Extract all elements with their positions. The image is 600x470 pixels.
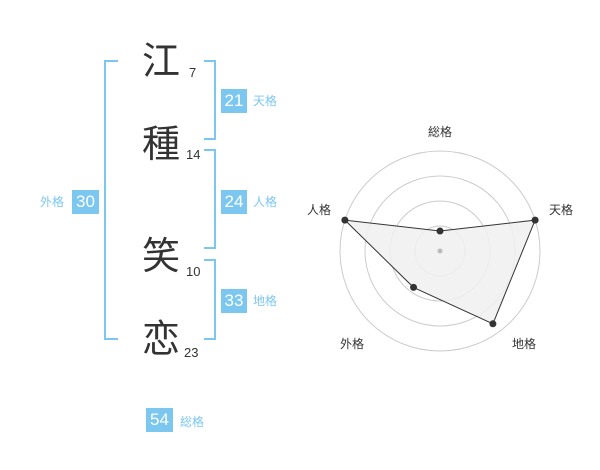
tenkaku-bracket [204, 60, 216, 140]
tenkaku-value-badge: 21 [221, 89, 247, 113]
radar-area [343, 219, 536, 325]
radar-axis-label-tenkaku: 天格 [549, 203, 574, 217]
radar-point-3 [489, 320, 497, 328]
stroke-count-1: 7 [189, 65, 197, 80]
jinkaku-label: 人格 [253, 195, 278, 209]
chikaku-bracket [204, 259, 216, 340]
radar-point-5 [341, 216, 349, 224]
gaikaku-label: 外格 [40, 195, 65, 209]
chikaku-value-badge: 33 [221, 289, 247, 313]
stroke-count-3: 10 [186, 264, 201, 279]
jinkaku-value-badge: 24 [221, 190, 247, 214]
name-char-2: 種 [142, 122, 181, 166]
jinkaku-bracket [204, 149, 216, 249]
radar-axis-label-jinkaku: 人格 [307, 203, 332, 217]
radar-axis-label-gaikaku: 外格 [340, 337, 365, 351]
radar-axis-label-chikaku: 地格 [512, 337, 537, 351]
stroke-count-4: 23 [184, 345, 199, 360]
name-char-3: 笑 [142, 234, 181, 278]
radar-point-4 [410, 283, 418, 291]
radar-grid [339, 150, 541, 352]
tenkaku-label: 天格 [253, 94, 278, 108]
soukaku-label: 総格 [180, 415, 205, 429]
radar-point-1 [436, 227, 444, 235]
radar-ring [389, 200, 491, 302]
gaikaku-value-badge: 30 [72, 190, 99, 214]
stroke-count-2: 14 [186, 147, 201, 162]
radar-ring [339, 150, 541, 352]
radar-point-2 [531, 216, 539, 224]
soukaku-value-badge: 54 [146, 408, 173, 432]
radar-ring [414, 225, 466, 277]
radar-center-dot [437, 248, 443, 254]
gaikaku-bracket [104, 60, 118, 340]
chikaku-label: 地格 [253, 294, 278, 308]
radar-ring [364, 175, 516, 327]
name-char-1: 江 [142, 39, 181, 83]
radar-axis-label-soukaku: 総格 [428, 125, 453, 139]
radar-points [341, 216, 539, 328]
name-char-4: 恋 [142, 317, 181, 361]
